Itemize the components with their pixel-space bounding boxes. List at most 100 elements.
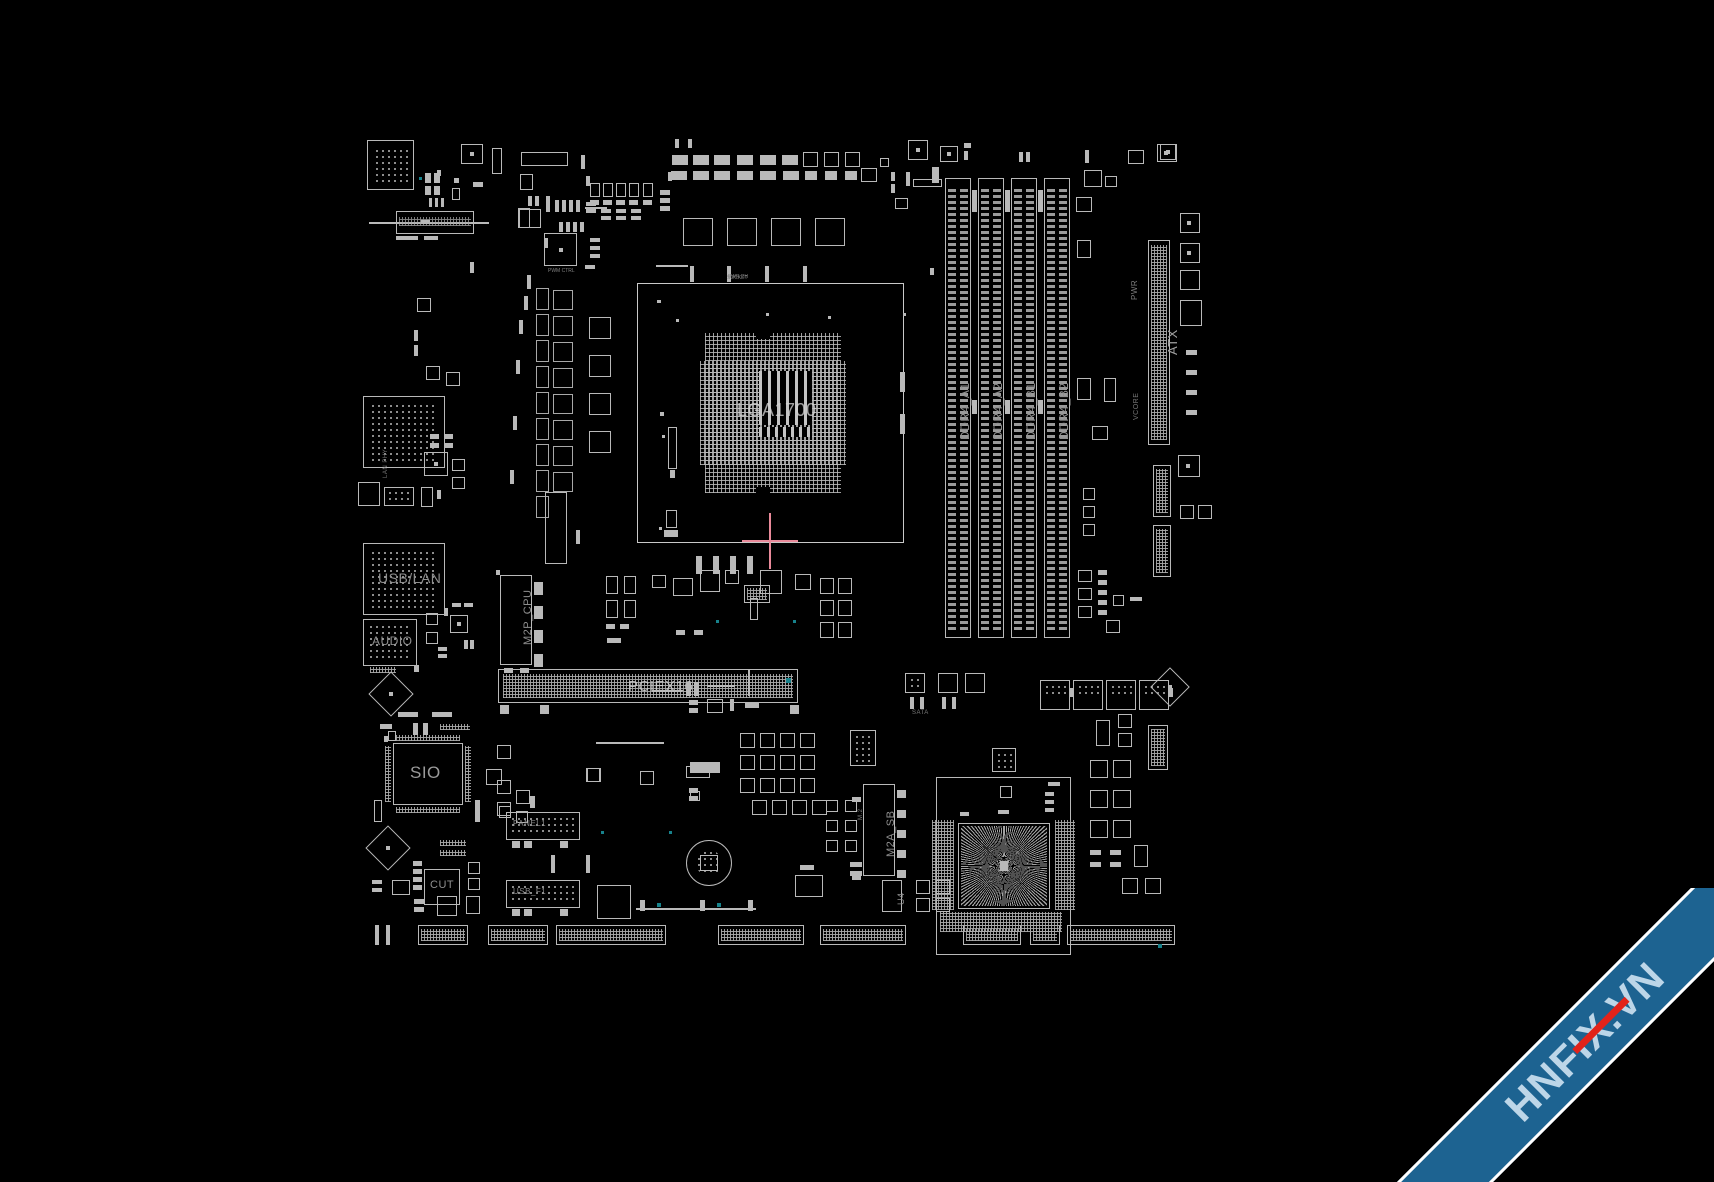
- component-small: [624, 576, 636, 594]
- component-pad: [586, 176, 590, 186]
- component-pad: [413, 877, 422, 882]
- sio-pins-top: [396, 735, 460, 741]
- component-pad: [689, 708, 698, 713]
- component-small: [426, 632, 438, 644]
- bottom-header[interactable]: [556, 925, 666, 945]
- bottom-header[interactable]: [488, 925, 548, 945]
- component-pad: [434, 462, 438, 466]
- watermark-band: HNFIX.VN: [1394, 888, 1714, 1182]
- pcie-x16-slot[interactable]: [498, 669, 798, 703]
- dimm-slot[interactable]: [1044, 178, 1070, 638]
- vrm-choke: [815, 218, 845, 246]
- component-small: [838, 600, 852, 616]
- component-small: [1000, 786, 1012, 798]
- component-pad: [473, 182, 483, 187]
- component-pins: [440, 724, 470, 730]
- component-pad: [942, 697, 946, 709]
- chipset-bga[interactable]: [958, 823, 1050, 909]
- vrm-choke: [727, 218, 757, 246]
- atx-power-connector[interactable]: [1148, 240, 1170, 445]
- trace-line: [596, 742, 664, 744]
- m2-chipset-slot[interactable]: [863, 784, 895, 876]
- u4-component[interactable]: [882, 880, 902, 912]
- component-pad: [910, 697, 914, 709]
- atx-label: ATX: [1165, 329, 1180, 355]
- io-connector: [913, 179, 942, 187]
- dimm-label: DDR4_A1: [958, 382, 972, 440]
- component-pad: [414, 330, 418, 341]
- component-pad: [906, 172, 910, 186]
- usb-lan-chip[interactable]: [363, 543, 445, 615]
- component-pad: [964, 143, 971, 148]
- m2-cpu-slot[interactable]: [500, 575, 532, 665]
- component-pad: [457, 622, 461, 626]
- component-small: [437, 896, 457, 916]
- component-small: [820, 622, 834, 638]
- component-small: [1180, 505, 1194, 519]
- dimm-slot[interactable]: [945, 178, 971, 638]
- component-small: [725, 570, 739, 584]
- component-small: [1090, 790, 1108, 808]
- component-pad: [580, 222, 584, 232]
- component-pad: [414, 907, 424, 912]
- super-io-chip[interactable]: [393, 743, 463, 805]
- dimm-latch-pad: [1038, 190, 1043, 212]
- audio-codec[interactable]: [363, 619, 417, 666]
- component-pad: [629, 200, 638, 205]
- header-pins: [510, 816, 576, 836]
- cut-label: CUT: [430, 879, 455, 891]
- component-small: [700, 570, 720, 592]
- m2-pad: [534, 630, 543, 643]
- silkscreen-text: PCH: [1067, 875, 1073, 890]
- component-small: [1113, 790, 1131, 808]
- header-label: USB_F1: [513, 887, 547, 896]
- bottom-header[interactable]: [718, 925, 804, 945]
- atx-pins: [1151, 245, 1167, 440]
- front-panel-header[interactable]: [506, 812, 580, 840]
- component-pad: [903, 313, 906, 316]
- component-pad: [730, 556, 736, 574]
- sata-port[interactable]: [1139, 680, 1169, 710]
- sata-pins: [1044, 684, 1066, 696]
- bottom-header[interactable]: [820, 925, 906, 945]
- m2-pad: [897, 790, 906, 798]
- component-pins: [747, 588, 767, 600]
- mounting-hole-center: [386, 846, 390, 850]
- bottom-header[interactable]: [1067, 925, 1175, 945]
- dimm-slot[interactable]: [1011, 178, 1037, 638]
- dimm-slot[interactable]: [978, 178, 1004, 638]
- usb-lan-balls: [370, 403, 438, 461]
- component-small: [421, 487, 433, 507]
- m2-sb-label: M2A_SB: [885, 810, 897, 857]
- audio-codec-label: AUDIO: [372, 634, 413, 648]
- dimm-contacts: [1014, 186, 1022, 630]
- component-small: [497, 780, 511, 794]
- cpu-socket[interactable]: [700, 333, 846, 493]
- component-pad: [1019, 152, 1023, 162]
- trace-line: [652, 690, 682, 692]
- vrm-driver: [643, 183, 653, 197]
- component-small: [780, 778, 795, 793]
- bottom-header[interactable]: [418, 925, 468, 945]
- component-pad: [1110, 862, 1121, 867]
- component-pad: [536, 444, 549, 466]
- vrm-pad: [737, 171, 753, 180]
- usb-lan-controller[interactable]: [363, 396, 445, 468]
- m2-pad: [897, 870, 906, 878]
- component-small: [826, 800, 838, 812]
- sata-pins: [1077, 684, 1099, 696]
- cut-component[interactable]: [424, 869, 460, 905]
- component-small: [624, 600, 636, 618]
- bottom-connector[interactable]: [597, 885, 631, 919]
- sata-port[interactable]: [1040, 680, 1070, 710]
- component-small: [452, 188, 460, 200]
- component-small: [1198, 505, 1212, 519]
- highlight-mark: [786, 678, 791, 683]
- sata-port[interactable]: [1106, 680, 1136, 710]
- m2-pad: [534, 606, 543, 619]
- right-connector: [1153, 465, 1171, 517]
- front-panel-header[interactable]: [506, 880, 580, 908]
- component-pins: [440, 850, 466, 856]
- vrm-pad: [693, 155, 709, 165]
